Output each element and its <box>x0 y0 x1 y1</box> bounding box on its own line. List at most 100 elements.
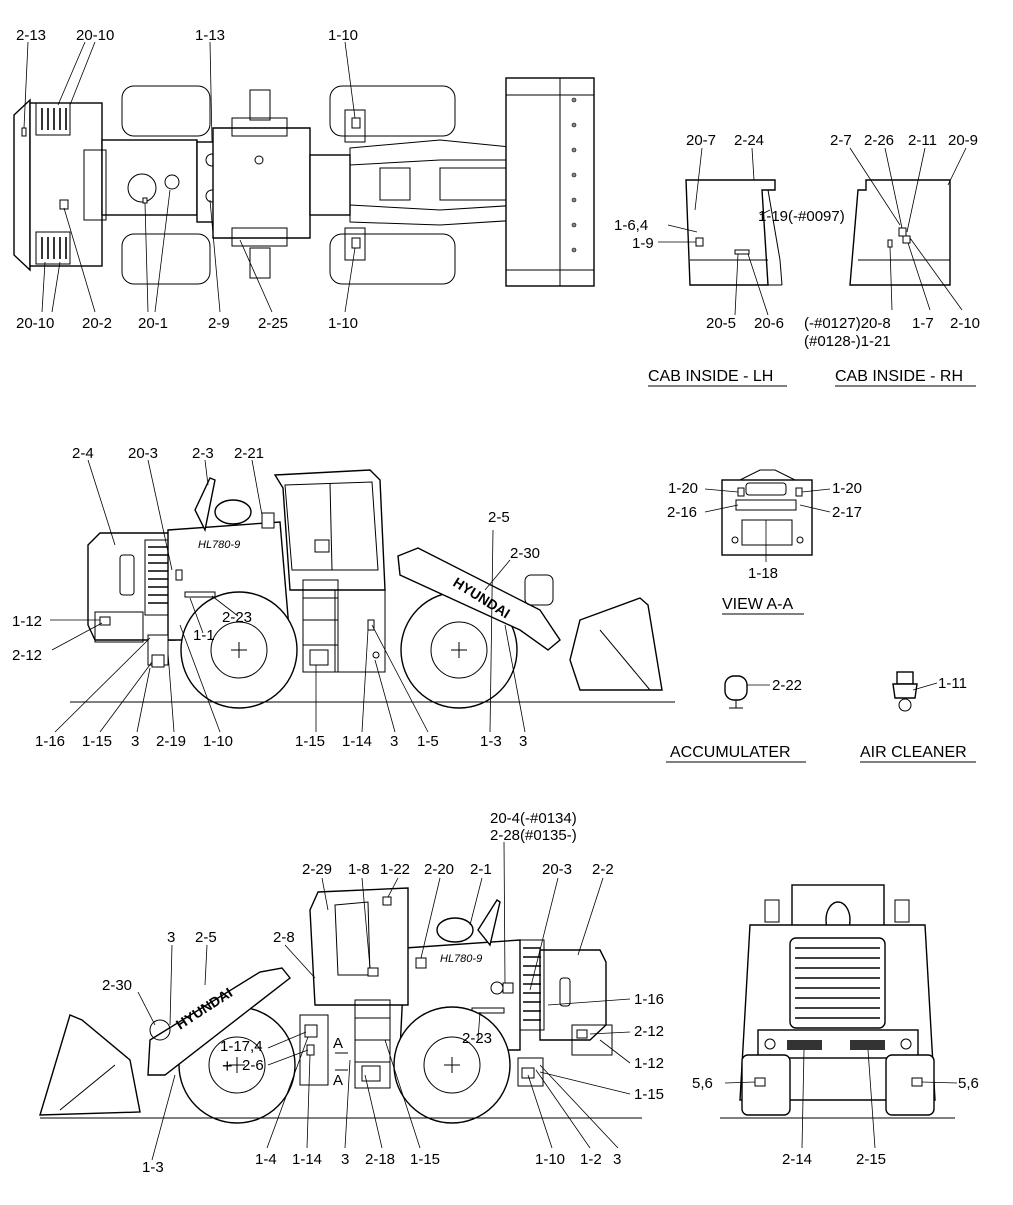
callout: 5,6 <box>958 1075 979 1092</box>
articulation-joint <box>309 154 351 216</box>
callout: 2-7 <box>830 132 852 149</box>
callout: 3 <box>131 733 139 750</box>
callout: (#0128-)1-21 <box>804 333 891 350</box>
caption-accumulator: ACCUMULATER <box>670 744 791 761</box>
top-view-leaders <box>23 41 356 313</box>
model-decal-right: HL780-9 <box>440 953 482 965</box>
ladder-top <box>249 89 271 121</box>
callout: 1-16 <box>634 991 664 1008</box>
tire-top-front <box>329 85 456 137</box>
callout: 1-15 <box>410 1151 440 1168</box>
tilt-pin <box>149 1019 171 1041</box>
decal-1-8 <box>367 967 379 977</box>
exhaust-stack <box>194 477 216 533</box>
boom-arm-upper <box>349 139 521 166</box>
top-view <box>13 77 595 287</box>
rear-grille-top <box>35 102 71 136</box>
decal-20-4 <box>502 982 514 994</box>
cab-lh-outline <box>685 179 776 286</box>
callout: 1-10 <box>203 733 233 750</box>
bucket-side-right <box>39 1014 141 1116</box>
callout: 2-11 <box>908 132 937 149</box>
callout: 3 <box>613 1151 621 1168</box>
callout: 2-9 <box>208 315 230 332</box>
rear-counterweight-right <box>539 949 607 1041</box>
callout: 2-3 <box>192 445 214 462</box>
callout: 1-2 <box>580 1151 602 1168</box>
engine-hood <box>101 139 198 216</box>
cab-roof <box>212 127 311 239</box>
decal-1-9 <box>695 237 704 247</box>
callout: 20-3 <box>128 445 158 462</box>
fuel-cap <box>127 173 157 203</box>
grab-handle-right <box>559 977 571 1007</box>
rear-grille-frame <box>789 937 886 1029</box>
callout: 1-12 <box>12 613 42 630</box>
callout-labels: 2-13 20-10 1-13 1-10 20-10 20-2 20-1 2-9… <box>12 27 980 1176</box>
callout: (-#0127)20-8 <box>804 315 891 332</box>
model-decal-left: HL780-9 <box>198 539 240 551</box>
boom-arm-right <box>147 967 291 1076</box>
view-aa <box>721 469 813 556</box>
ladder-right <box>354 999 391 1089</box>
ladder-left <box>302 579 339 673</box>
callout: 1-13 <box>195 27 225 44</box>
callout: 1-3 <box>142 1159 164 1176</box>
rear-reflector-2-15 <box>850 1040 885 1050</box>
callout: 20-4(-#0134) <box>490 810 577 827</box>
rear-mirror-right <box>894 899 910 923</box>
callout: 2-8 <box>273 929 295 946</box>
step-bottom <box>231 227 288 247</box>
callout: 2-29 <box>302 861 332 878</box>
callout: 1-14 <box>342 733 372 750</box>
callout: 1-20 <box>832 480 862 497</box>
callout: 1-5 <box>417 733 439 750</box>
front-fender-bottom <box>344 227 366 261</box>
decal-20-1 <box>142 197 148 204</box>
callout: 1-22 <box>380 861 410 878</box>
callout: 3 <box>390 733 398 750</box>
callout: 1-12 <box>634 1055 664 1072</box>
decal-2-21 <box>261 512 275 529</box>
callout: 2-16 <box>667 504 697 521</box>
callout: 2-18 <box>365 1151 395 1168</box>
rear-tire-right <box>885 1054 935 1116</box>
rear-tire-left <box>741 1054 791 1116</box>
rear-reflector-2-14 <box>787 1040 822 1050</box>
precleaner-right <box>436 917 474 943</box>
callout: 5,6 <box>692 1075 713 1092</box>
tire-bottom-left-rear <box>121 233 211 285</box>
callout: 20-10 <box>16 315 54 332</box>
caption-cab-lh: CAB INSIDE - LH <box>648 368 773 385</box>
decal-20-8 <box>887 239 893 248</box>
rear-view-leaders <box>724 1049 958 1149</box>
rear-mirror-left <box>764 899 780 923</box>
decal-2-12-right <box>576 1029 588 1039</box>
callout: 2-19 <box>156 733 186 750</box>
caption-air-cleaner: AIR CLEANER <box>860 744 967 761</box>
callout: 2-24 <box>734 132 764 149</box>
callout: 2-21 <box>234 445 264 462</box>
hood-vents <box>83 149 107 221</box>
accumulator-body <box>724 675 748 701</box>
decal-1-17 <box>304 1024 318 1038</box>
callout: 2-5 <box>488 509 510 526</box>
decal-1-10-top <box>351 117 361 129</box>
decal-2-13 <box>21 127 27 137</box>
callout: 20-6 <box>754 315 784 332</box>
decal-1-10-bottom <box>351 237 361 249</box>
callout: 2-12 <box>634 1023 664 1040</box>
decal-2-12 <box>99 616 111 626</box>
cab-window <box>284 481 379 571</box>
callout: 20-10 <box>76 27 114 44</box>
cab-inside-lh <box>685 179 783 286</box>
callout: 2-5 <box>195 929 217 946</box>
callout: 2-28(#0135-) <box>490 827 577 844</box>
callout: 1-15 <box>295 733 325 750</box>
bucket-linkage <box>439 167 511 201</box>
callout: 1-16 <box>35 733 65 750</box>
decal-20-3 <box>175 569 183 581</box>
boom-arm-lower <box>349 204 521 226</box>
front-frame-right <box>299 1014 329 1086</box>
